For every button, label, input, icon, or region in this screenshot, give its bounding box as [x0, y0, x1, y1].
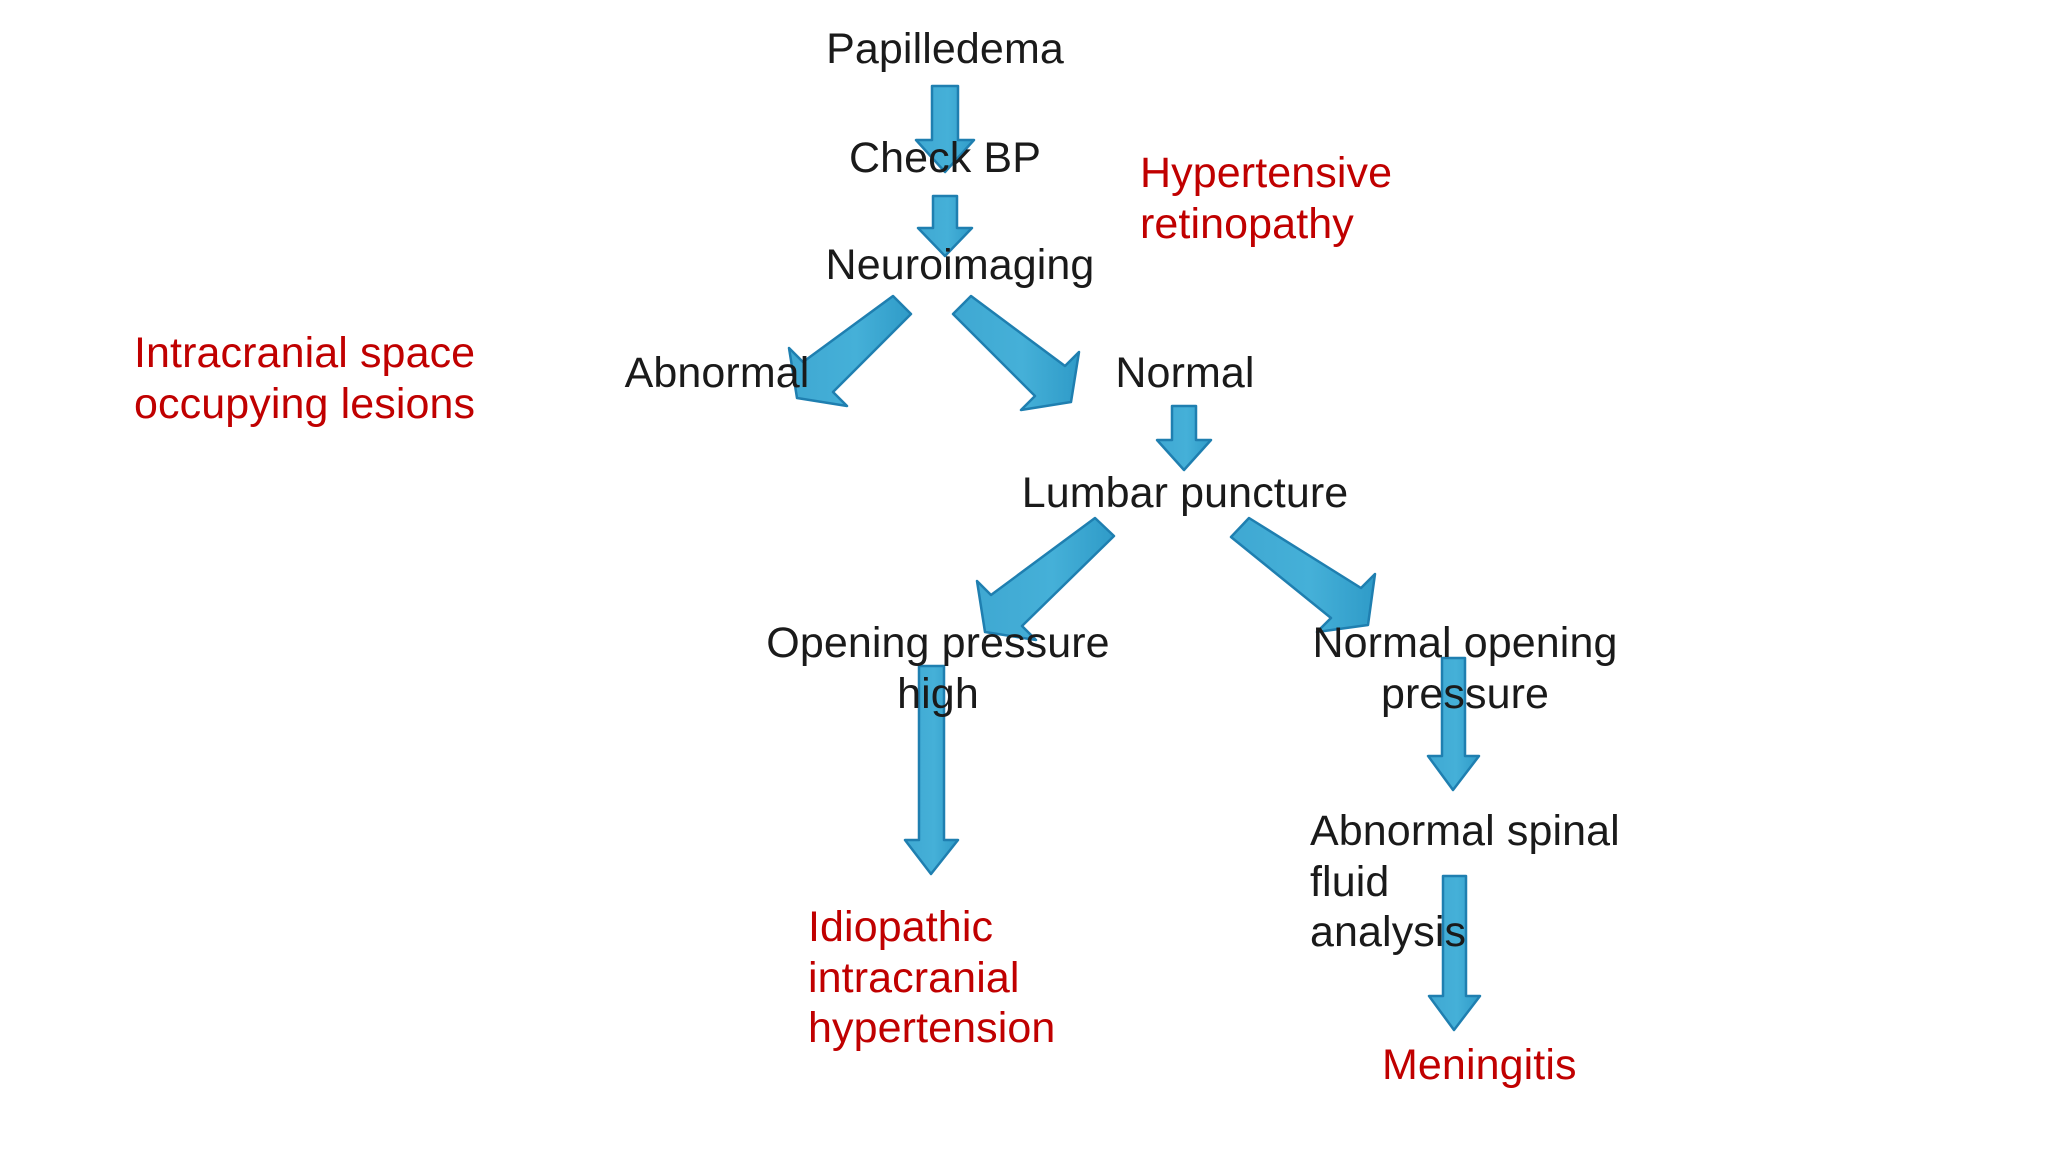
node-idiopathic-intracranial-hypertension[interactable]: Idiopathic intracranial hypertension	[808, 903, 1056, 1053]
node-abnormal-spinal-fluid[interactable]: Abnormal spinal fluid analysis	[1310, 807, 1620, 957]
node-opening-pressure-high[interactable]: Opening pressure high	[766, 619, 1110, 718]
node-normal[interactable]: Normal	[1115, 349, 1255, 397]
node-neuroimaging[interactable]: Neuroimaging	[825, 241, 1095, 289]
node-hypertensive-retinopathy[interactable]: Hypertensive retinopathy	[1140, 149, 1393, 248]
arrow-lumbar-puncture-to-normal-opening-pressure	[1229, 516, 1377, 634]
node-check-bp[interactable]: Check BP	[849, 134, 1041, 182]
node-abnormal[interactable]: Abnormal	[624, 349, 810, 397]
node-meningitis[interactable]: Meningitis	[1382, 1041, 1577, 1089]
node-papilledema[interactable]: Papilledema	[826, 25, 1064, 73]
arrow-neuroimaging-to-normal	[951, 294, 1081, 412]
node-lumbar-puncture[interactable]: Lumbar puncture	[1021, 469, 1349, 517]
arrow-normal-to-lumbar-puncture	[1155, 404, 1213, 472]
node-normal-opening-pressure[interactable]: Normal opening pressure	[1312, 619, 1618, 718]
node-intracranial-lesions[interactable]: Intracranial space occupying lesions	[134, 329, 476, 428]
